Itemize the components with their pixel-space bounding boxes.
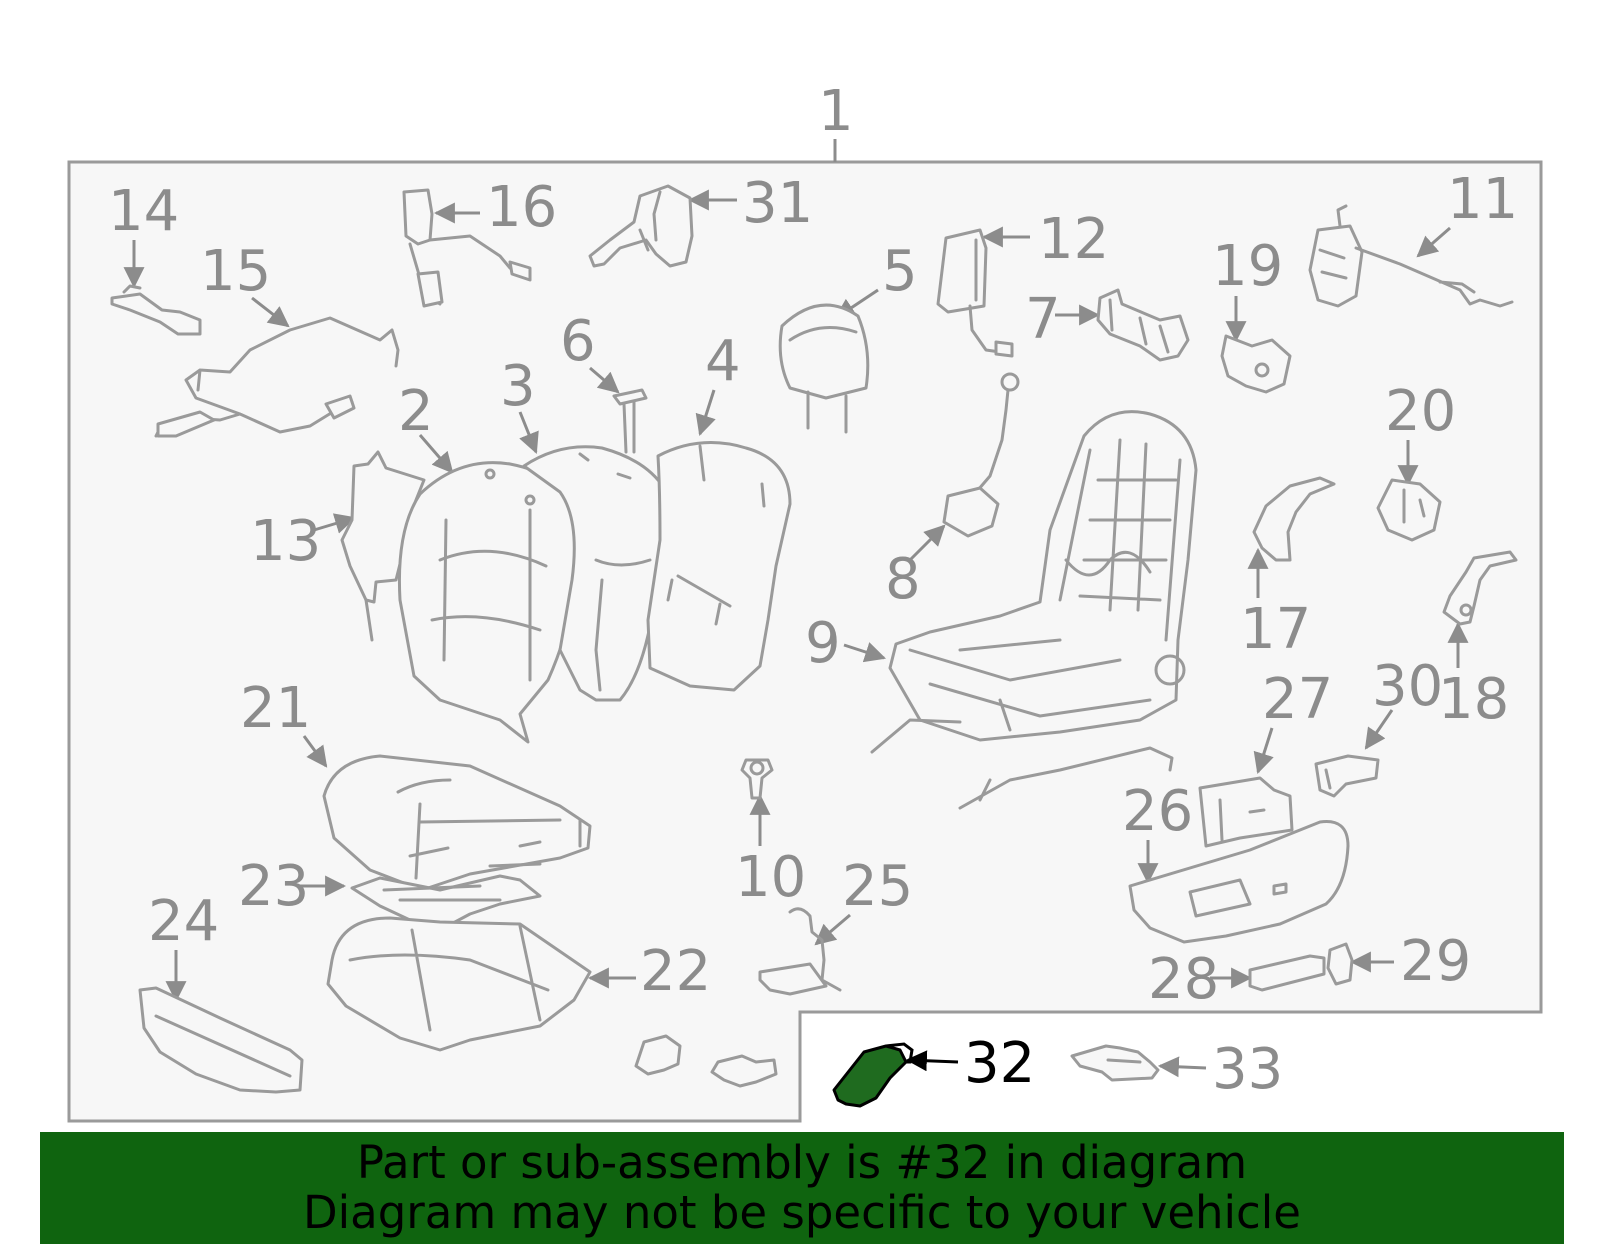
callout-2: 2 [398,379,434,444]
callout-18: 18 [1438,667,1509,732]
callout-4: 4 [705,329,741,394]
callout-20: 20 [1385,379,1456,444]
part-32-highlighted[interactable] [832,1042,914,1108]
callout-21: 21 [240,676,311,741]
part-11-height-adjuster [1308,204,1514,308]
part-23-cushion-spring [350,862,542,932]
callout-13: 13 [250,509,321,574]
callout-25: 25 [842,854,913,919]
part-15-wire-harness [154,316,400,438]
part-16-seat-buckle [402,188,532,308]
callout-7: 7 [1025,287,1061,352]
notice-banner: Part or sub-assembly is #32 in diagram D… [40,1132,1564,1244]
part-19-bracket [1220,334,1292,394]
part-4-seatback-board [646,441,792,692]
banner-line-2: Diagram may not be specific to your vehi… [303,1186,1301,1239]
callout-24: 24 [148,889,219,954]
callout-30: 30 [1372,654,1443,719]
part-9-seat-frame [870,410,1198,810]
part-21-cushion-cover [322,754,592,892]
part-31-recliner-cover [588,184,694,268]
part-17-bracket [1252,476,1336,562]
callout-32: 32 [964,1031,1035,1096]
part-24-side-cover [138,986,304,1094]
callout-6: 6 [560,309,596,374]
part-6-clip [612,388,648,454]
part-5-headrest [778,303,870,434]
part-14-connector [110,284,202,336]
callout-12: 12 [1038,207,1109,272]
callout-31: 31 [742,171,813,236]
callout-29: 29 [1400,929,1471,994]
callout-33: 33 [1212,1037,1283,1102]
callout-10: 10 [735,845,806,910]
callout-15: 15 [200,239,271,304]
part-28-knob [1248,954,1326,992]
part-27-shield-inner [1198,776,1294,848]
callout-22: 22 [640,939,711,1004]
part-30-switch [1314,754,1380,798]
callout-16: 16 [486,175,557,240]
part-7-track-lock [1096,288,1190,362]
callout-28: 28 [1148,947,1219,1012]
callout-5: 5 [882,239,918,304]
parts-clips [634,1034,778,1088]
part-18-bracket [1442,550,1518,626]
part-10-screw [740,758,774,800]
part-22-cushion-pad [326,916,592,1052]
callout-19: 19 [1212,234,1283,299]
callout-23: 23 [238,854,309,919]
callout-1: 1 [818,79,854,144]
callout-9: 9 [805,611,841,676]
part-20-recliner-cover [1376,478,1442,542]
callout-14: 14 [108,179,179,244]
callout-17: 17 [1240,597,1311,662]
callout-3: 3 [500,354,536,419]
banner-line-1: Part or sub-assembly is #32 in diagram [356,1136,1248,1189]
part-13-lumbar-plate [340,450,426,642]
part-33-cover [1070,1044,1160,1082]
callout-8: 8 [885,547,921,612]
part-8-release-cable [942,372,1020,538]
part-25-wire-bracket [758,907,842,996]
callout-27: 27 [1262,667,1333,732]
part-29-knob [1326,942,1354,986]
callout-26: 26 [1122,779,1193,844]
callout-11: 11 [1447,167,1518,232]
part-12-side-airbag [936,228,1014,358]
part-26-seat-shield [1128,820,1350,944]
